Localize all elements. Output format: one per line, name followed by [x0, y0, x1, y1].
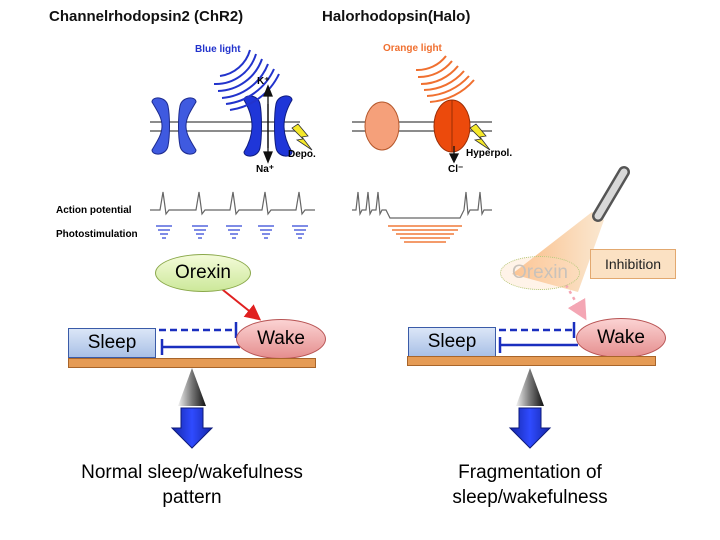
chr2-action-potential-trace	[150, 191, 315, 216]
wake-node-right: Wake	[576, 318, 666, 358]
inhibition-label-box: Inhibition	[590, 249, 676, 279]
halo-lightning-icon	[469, 123, 491, 151]
right-seesaw-plank	[407, 356, 656, 366]
blue-light-label: Blue light	[195, 44, 241, 55]
right-inhibit-solid	[498, 337, 578, 353]
k-ion-label: K⁺	[257, 76, 270, 87]
right-caption: Fragmentation of sleep/wakefulness	[380, 460, 680, 510]
chr2-photostimulation-pulses	[156, 225, 308, 239]
left-caption-line2: pattern	[162, 487, 222, 508]
hyperpol-label: Hyperpol.	[466, 148, 513, 159]
left-orexin-activation-arrow	[217, 285, 262, 321]
cl-ion-label: Cl⁻	[448, 164, 464, 175]
left-inhibit-dashed	[148, 322, 238, 338]
orange-light-label: Orange light	[383, 43, 442, 54]
halo-action-potential-trace	[352, 191, 492, 219]
halo-ion-arrow	[448, 146, 460, 164]
wake-node-left: Wake	[236, 319, 326, 359]
sleep-box-right: Sleep	[408, 327, 496, 357]
left-seesaw-plank	[68, 358, 316, 368]
halo-closed-pump	[364, 101, 400, 151]
orexin-node-right-inhibited: Orexin	[500, 256, 580, 290]
left-caption: Normal sleep/wakefulness pattern	[42, 460, 342, 510]
chr2-lightning-icon	[291, 123, 313, 151]
blue-light-waves	[213, 49, 280, 111]
right-caption-line1: Fragmentation of	[458, 462, 602, 483]
chr2-open-channel	[243, 95, 293, 157]
left-fulcrum	[178, 368, 206, 406]
right-caption-line2: sleep/wakefulness	[452, 487, 608, 508]
photostimulation-label: Photostimulation	[56, 229, 138, 240]
depo-label: Depo.	[288, 149, 316, 160]
na-ion-label: Na⁺	[256, 164, 275, 175]
chr2-closed-channel	[151, 97, 197, 155]
chr2-ion-arrows	[263, 84, 273, 164]
optic-fiber	[592, 166, 630, 222]
left-caption-line1: Normal sleep/wakefulness	[81, 462, 303, 483]
right-fulcrum	[516, 368, 544, 406]
action-potential-label: Action potential	[56, 205, 132, 216]
sleep-box-left: Sleep	[68, 328, 156, 358]
right-down-arrow	[508, 407, 552, 449]
halo-header: Halorhodopsin(Halo)	[322, 8, 471, 25]
orange-light-waves	[415, 55, 475, 103]
right-orexin-faded-arrow	[564, 284, 587, 321]
halo-photostimulation-band	[388, 225, 462, 243]
left-down-arrow	[170, 407, 214, 449]
right-inhibit-dashed	[488, 322, 576, 338]
left-inhibit-solid	[160, 339, 240, 355]
chr2-header: Channelrhodopsin2 (ChR2)	[49, 8, 244, 25]
orexin-node-left: Orexin	[155, 254, 251, 292]
